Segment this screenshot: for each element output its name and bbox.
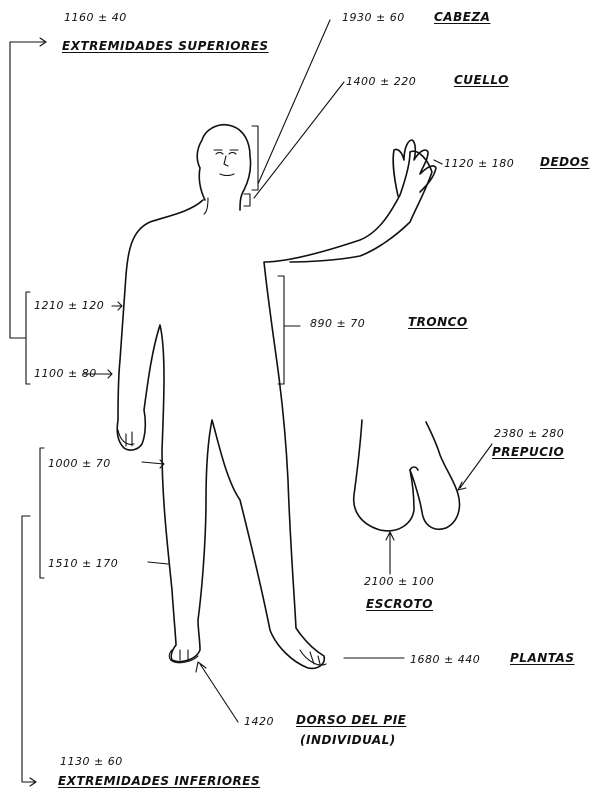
leader-escroto: [386, 532, 394, 574]
arrow-leg-upper: [142, 460, 164, 468]
raised-hand: [393, 140, 436, 196]
value-extremidades-superiores: 1160 ± 40: [64, 12, 127, 23]
value-leg-upper: 1000 ± 70: [48, 458, 111, 469]
leader-prepucio: [458, 444, 492, 490]
value-dorso-del-pie: 1420: [244, 716, 274, 727]
leader-dedos: [434, 160, 442, 164]
label-extremidades-inferiores: EXTREMIDADES INFERIORES: [58, 775, 260, 787]
value-extremidades-inferiores: 1130 ± 60: [60, 756, 123, 767]
label-extremidades-superiores: EXTREMIDADES SUPERIORES: [62, 40, 269, 52]
label-cabeza: CABEZA: [434, 11, 490, 23]
value-arm-upper: 1210 ± 120: [34, 300, 104, 311]
label-escroto: ESCROTO: [366, 598, 433, 610]
scrotum-outline: [354, 420, 414, 531]
label-dedos: DEDOS: [540, 156, 589, 168]
value-prepucio: 2380 ± 280: [494, 428, 564, 439]
right-foot: [300, 650, 326, 665]
penis-outline: [410, 422, 460, 529]
glans-mark: [410, 467, 418, 470]
arrow-leg-lower: [148, 562, 168, 564]
leader-cuello: [254, 82, 344, 198]
value-plantas: 1680 ± 440: [410, 654, 480, 665]
bracket-cabeza: [252, 126, 258, 190]
arrow-arm-upper: [112, 302, 122, 310]
figure-outline: [117, 151, 432, 668]
value-cabeza: 1930 ± 60: [342, 12, 405, 23]
value-dedos: 1120 ± 180: [444, 158, 514, 169]
bracket-extremidades-superiores: [10, 42, 44, 338]
leader-dorso-del-pie: [196, 662, 238, 722]
face-features: [214, 150, 238, 176]
value-escroto: 2100 ± 100: [364, 576, 434, 587]
label-tronco: TRONCO: [408, 316, 468, 328]
bracket-arm: [26, 292, 30, 384]
label-dorso-del-pie-note: (INDIVIDUAL): [300, 734, 396, 746]
value-cuello: 1400 ± 220: [346, 76, 416, 87]
label-dorso-del-pie: DORSO DEL PIE: [296, 714, 406, 726]
bracket-tronco: [278, 276, 300, 384]
value-arm-lower: 1100 ± 80: [34, 368, 97, 379]
bracket-leg: [40, 448, 44, 578]
value-leg-lower: 1510 ± 170: [48, 558, 118, 569]
bracket-extremidades-inferiores: [22, 516, 36, 782]
genitals-detail: [354, 420, 460, 531]
label-prepucio: PREPUCIO: [492, 446, 564, 458]
label-plantas: PLANTAS: [510, 652, 574, 664]
head-outline: [197, 125, 250, 210]
leader-lines: [10, 20, 492, 786]
label-cuello: CUELLO: [454, 74, 509, 86]
value-tronco: 890 ± 70: [310, 318, 365, 329]
bracket-cuello: [244, 194, 250, 206]
